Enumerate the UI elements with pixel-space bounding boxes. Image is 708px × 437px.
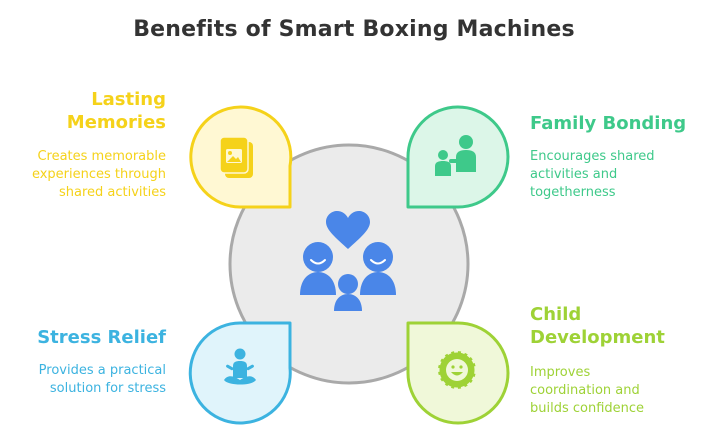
photo-album-icon (219, 136, 253, 178)
family-heart-icon (300, 211, 396, 311)
benefit-desc-stress-relief: Provides a practical solution for stress (38, 363, 166, 396)
benefit-label-stress-relief: Stress Relief (37, 327, 166, 348)
benefit-desc-family-bonding: Encourages shared activities and togethe… (530, 149, 655, 200)
growth-badge-icon (436, 349, 478, 391)
benefit-label-family-bonding: Family Bonding (530, 113, 687, 134)
family-icon (435, 135, 476, 176)
benefit-desc-lasting-memories: Creates memorable experiences through sh… (31, 149, 166, 200)
benefit-label-lasting-memories: Lasting Memories (66, 89, 166, 133)
diagram-title: Benefits of Smart Boxing Machines (133, 17, 575, 42)
benefit-label-child-development: Child Development (530, 304, 665, 348)
meditation-icon (224, 348, 256, 385)
benefit-desc-child-development: Improves coordination and builds confide… (530, 365, 645, 416)
